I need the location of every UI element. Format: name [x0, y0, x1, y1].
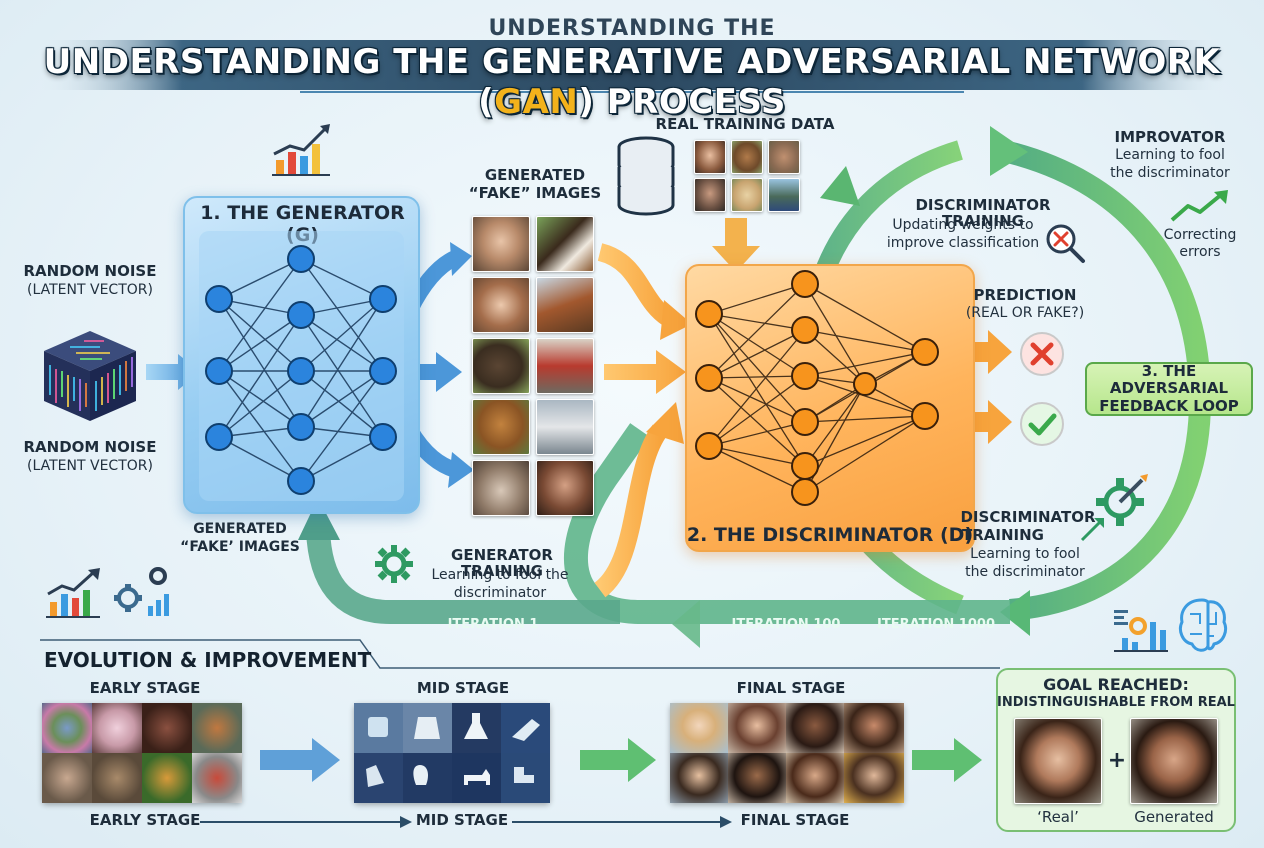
- noise-sub-bottom: (LATENT VECTOR): [27, 458, 153, 474]
- correcting-line1: Correcting: [1163, 227, 1237, 243]
- fake-image-car: [536, 338, 594, 394]
- disc-training-top-line2: improve classification: [886, 235, 1040, 251]
- generator-output-label-1: GENERATED: [193, 521, 287, 537]
- trend-up-icon: [1170, 190, 1228, 222]
- improvator-line1: Learning to fool: [1115, 147, 1225, 163]
- noise-label-bottom: RANDOM NOISE: [23, 438, 157, 456]
- page-title: UNDERSTANDING THE GENERATIVE ADVERSARIAL…: [43, 42, 1221, 122]
- arrow-up-right-icon: [1080, 518, 1104, 542]
- real-image-man: [694, 178, 726, 212]
- correcting-line2: errors: [1179, 244, 1221, 260]
- stage-bottom-mid: MID STAGE: [415, 811, 509, 829]
- mid-stage-grid: [354, 703, 550, 803]
- noise-cube-icon: [44, 331, 136, 421]
- fake-image-animal-1: [536, 216, 594, 272]
- fake-x-icon: [1020, 332, 1064, 376]
- stage-bottom-early: EARLY STAGE: [89, 811, 201, 829]
- real-image-cat: [768, 140, 800, 174]
- generator-training-title: GENERATOR TRAINING: [451, 546, 553, 580]
- generator-training-line1: Learning to fool the: [431, 567, 569, 583]
- goal-generated-label: Generated: [1134, 808, 1214, 826]
- disc-training-top-line1: Updating weights to: [892, 217, 1034, 233]
- fake-image-face-1: [472, 216, 530, 272]
- disc-training-bottom-line2: the discriminator: [965, 564, 1085, 580]
- iteration-band: [563, 423, 1010, 624]
- fake-image-plane: [536, 399, 594, 455]
- fake-image-animal-2: [536, 277, 594, 333]
- generator-network-icon: [199, 231, 404, 501]
- stage-top-early: EARLY STAGE: [89, 679, 201, 697]
- prediction-title: PREDICTION: [973, 286, 1077, 304]
- real-image-puppy: [731, 178, 763, 212]
- fake-image-cat: [472, 460, 530, 516]
- prediction-sub: (REAL OR FAKE?): [965, 305, 1085, 321]
- discriminator-network-icon: [695, 270, 939, 506]
- gear-pen-icon: [1096, 474, 1148, 526]
- real-image-landscape: [768, 178, 800, 212]
- fake-image-dog: [472, 399, 530, 455]
- disc-training-bottom-line1: Learning to fool: [970, 546, 1080, 562]
- stage-top-mid: MID STAGE: [416, 679, 510, 697]
- title-kicker: UNDERSTANDING THE: [488, 16, 776, 41]
- real-data-label: REAL TRAINING DATA: [655, 115, 835, 133]
- stage-bottom-final: FINAL STAGE: [740, 811, 850, 829]
- magnifier-x-icon: [1046, 224, 1085, 263]
- analytics-gear-icon: [1114, 610, 1168, 652]
- stage-top-final: FINAL STAGE: [736, 679, 846, 697]
- disc-training-bottom-title1: DISCRIMINATOR: [960, 508, 1096, 526]
- generator-output-label-2: “FAKE’ IMAGES: [180, 539, 300, 555]
- goal-real-label: ‘Real’: [1037, 808, 1079, 826]
- goal-title: GOAL REACHED:: [1043, 675, 1189, 694]
- improvator-title: IMPROVATOR: [1114, 128, 1226, 146]
- gears-chart-icon: [114, 567, 169, 616]
- iteration-label-100: ITERATION 100: [731, 617, 841, 632]
- chart-growth-icon: [46, 568, 100, 618]
- discriminator-title: 2. THE DISCRIMINATOR (D): [686, 524, 974, 546]
- generated-face-image: [1130, 718, 1218, 804]
- noise-sub-top: (LATENT VECTOR): [27, 282, 153, 298]
- fake-image-face-3: [536, 460, 594, 516]
- plus-sign: +: [1107, 748, 1127, 773]
- iteration-label-1: ITERATION 1: [447, 617, 539, 632]
- final-stage-grid: [670, 703, 904, 803]
- loop-line2: FEEDBACK LOOP: [1099, 396, 1239, 415]
- real-image-dog: [731, 140, 763, 174]
- gear-icon: [375, 545, 413, 583]
- fake-image-face-2: [472, 277, 530, 333]
- database-icon: [617, 136, 675, 216]
- evolution-title: EVOLUTION & IMPROVEMENT: [44, 648, 372, 672]
- improvator-line2: the discriminator: [1110, 165, 1230, 181]
- goal-sub: INDISTINGUISHABLE FROM REAL: [997, 695, 1235, 710]
- brain-circuit-icon: [1178, 598, 1228, 652]
- early-stage-grid: [42, 703, 242, 803]
- loop-line1: 3. THE ADVERSARIAL: [1109, 362, 1229, 398]
- disc-training-bottom-title2: TRAINING: [962, 526, 1044, 544]
- generated-images-label-1: GENERATED: [484, 166, 586, 184]
- bar-chart-icon: [272, 124, 330, 176]
- generated-images-label-2: “FAKE” IMAGES: [468, 184, 602, 202]
- real-check-icon: [1020, 402, 1064, 446]
- real-face-image: [1014, 718, 1102, 804]
- fake-image-animal-3: [472, 338, 530, 394]
- real-image-face: [694, 140, 726, 174]
- iteration-label-1000: ITERATION 1000: [877, 617, 995, 632]
- disc-training-top-title: DISCRIMINATOR TRAINING: [915, 196, 1051, 230]
- title-banner: [40, 40, 1224, 93]
- noise-label-top: RANDOM NOISE: [23, 262, 157, 280]
- generator-training-line2: discriminator: [453, 585, 547, 601]
